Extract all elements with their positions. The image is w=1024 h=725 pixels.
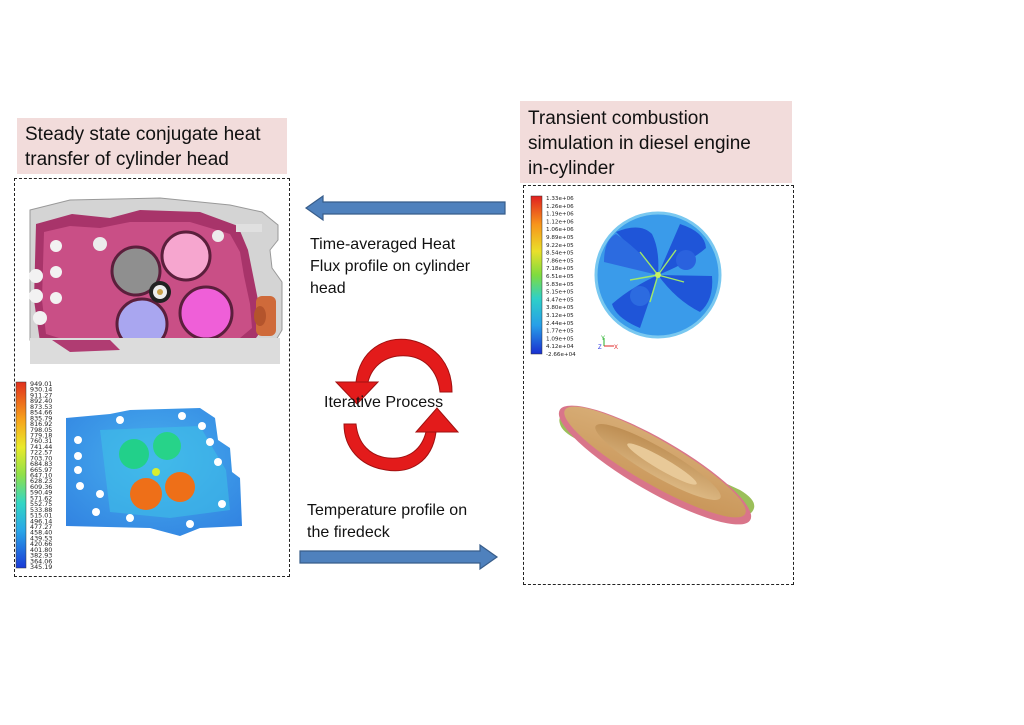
- left-legend-value: 684.83: [30, 460, 52, 468]
- right-legend-value: 6.51e+05: [546, 274, 574, 280]
- left-legend-value: 741.44: [30, 443, 52, 451]
- left-legend-value: 345.19: [30, 563, 52, 571]
- left-legend-value: 798.05: [30, 426, 52, 434]
- right-legend-value: 1.19e+06: [546, 212, 574, 218]
- left-legend-value: 647.10: [30, 472, 52, 480]
- axis-z-label: Z: [598, 345, 602, 351]
- right-title-line-3: in-cylinder: [528, 158, 615, 179]
- right-legend-value: 3.80e+05: [546, 305, 574, 311]
- left-legend-value: 439.53: [30, 534, 52, 542]
- heat-flux-caption: Time-averaged Heat Flux profile on cylin…: [310, 234, 510, 300]
- right-dashed-panel: [523, 185, 794, 585]
- left-legend-value: 873.53: [30, 403, 52, 411]
- heat-flux-contour-image: 1.33e+06 1.26e+06 1.19e+061.12e+06 1.06e+06…: [530, 195, 722, 358]
- left-legend-value: 458.40: [30, 529, 52, 537]
- right-legend-value: 1.06e+06: [546, 227, 574, 233]
- right-legend-value: 1.33e+06: [546, 196, 574, 202]
- axis-x-label: X: [614, 345, 618, 351]
- left-legend-value: 628.23: [30, 477, 52, 485]
- left-colorbar: [15, 381, 27, 569]
- axis-y-label: Y: [601, 336, 605, 342]
- right-legend-value: 5.15e+05: [546, 290, 574, 296]
- left-legend-value: 835.79: [30, 414, 52, 422]
- temperature-caption-line-1: Temperature profile on: [307, 502, 468, 519]
- right-legend-value: 9.22e+05: [546, 243, 574, 249]
- left-legend-value: 571.62: [30, 494, 52, 502]
- left-legend-value: 515.01: [30, 512, 52, 520]
- left-legend-labels: 949.01930.14911.27892.40873.53854.66835.…: [30, 380, 52, 571]
- left-legend-value: 401.80: [30, 546, 52, 554]
- left-legend-value: 722.57: [30, 449, 52, 457]
- right-legend-value: 4.12e+04: [546, 344, 574, 350]
- right-legend-value: 7.18e+05: [546, 266, 574, 272]
- right-title-line-1: Transient combustion: [528, 108, 709, 129]
- left-legend-value: 552.75: [30, 500, 52, 508]
- right-legend-labels: 1.33e+06 1.26e+06 1.19e+061.12e+06 1.06e+06…: [546, 196, 576, 358]
- right-legend-value: 3.12e+05: [546, 313, 574, 319]
- right-legend-value: -2.66e+04: [546, 352, 576, 358]
- left-panel-title: Steady state conjugate heat transfer of …: [17, 118, 287, 174]
- right-legend-value: 1.77e+05: [546, 329, 574, 335]
- heat-flux-arrow: [304, 194, 506, 222]
- heat-flux-caption-line-3: head: [310, 280, 346, 297]
- piston-image: [558, 405, 755, 525]
- right-panel-title: Transient combustion simulation in diese…: [520, 101, 792, 183]
- right-legend-value: 2.44e+05: [546, 321, 574, 327]
- left-legend-value: 609.36: [30, 483, 52, 491]
- temperature-arrow: [299, 543, 499, 571]
- temperature-caption: Temperature profile on the firedeck: [307, 500, 507, 544]
- left-legend-value: 590.49: [30, 489, 52, 497]
- left-legend-value: 779.18: [30, 431, 52, 439]
- right-legend-value: 5.83e+05: [546, 282, 574, 288]
- left-legend-value: 477.27: [30, 523, 52, 531]
- heat-flux-caption-line-2: Flux profile on cylinder: [310, 258, 471, 275]
- left-legend-value: 420.66: [30, 540, 52, 548]
- iterative-cycle-arrows: [334, 338, 460, 472]
- left-legend-value: 760.31: [30, 437, 52, 445]
- heat-flux-caption-line-1: Time-averaged Heat: [310, 236, 456, 253]
- right-legend-value: 1.26e+06: [546, 204, 574, 210]
- left-legend-value: 854.66: [30, 409, 52, 417]
- left-title-line-1: Steady state conjugate heat: [25, 124, 261, 145]
- right-title-line-2: simulation in diesel engine: [528, 133, 751, 154]
- right-legend-value: 1.09e+05: [546, 336, 574, 342]
- right-legend-value: 7.86e+05: [546, 258, 574, 264]
- left-dashed-panel: [14, 178, 290, 577]
- cylinder-head-image: [29, 197, 283, 364]
- right-colorbar: [530, 195, 543, 355]
- axis-triad: Y Z X: [598, 336, 618, 351]
- right-legend-value: 8.54e+05: [546, 251, 574, 257]
- left-title-line-2: transfer of cylinder head: [25, 149, 229, 170]
- left-legend-value: 382.93: [30, 552, 52, 560]
- right-legend-value: 4.47e+05: [546, 297, 574, 303]
- left-legend-value: 911.27: [30, 391, 52, 399]
- left-legend-value: 496.14: [30, 517, 52, 525]
- left-legend-value: 533.88: [30, 506, 52, 514]
- left-legend-value: 930.14: [30, 386, 52, 394]
- left-legend-value: 892.40: [30, 397, 52, 405]
- left-legend-value: 816.92: [30, 420, 52, 428]
- left-legend-value: 703.70: [30, 454, 52, 462]
- right-legend-value: 1.12e+06: [546, 219, 574, 225]
- iterative-process-label: Iterative Process: [324, 394, 444, 411]
- firedeck-temperature-image: 949.01930.14911.27892.40873.53854.66835.…: [15, 380, 242, 571]
- temperature-caption-line-2: the firedeck: [307, 524, 390, 541]
- left-legend-value: 364.06: [30, 557, 52, 565]
- left-legend-value: 665.97: [30, 466, 52, 474]
- left-legend-value: 949.01: [30, 380, 52, 388]
- right-legend-value: 9.89e+05: [546, 235, 574, 241]
